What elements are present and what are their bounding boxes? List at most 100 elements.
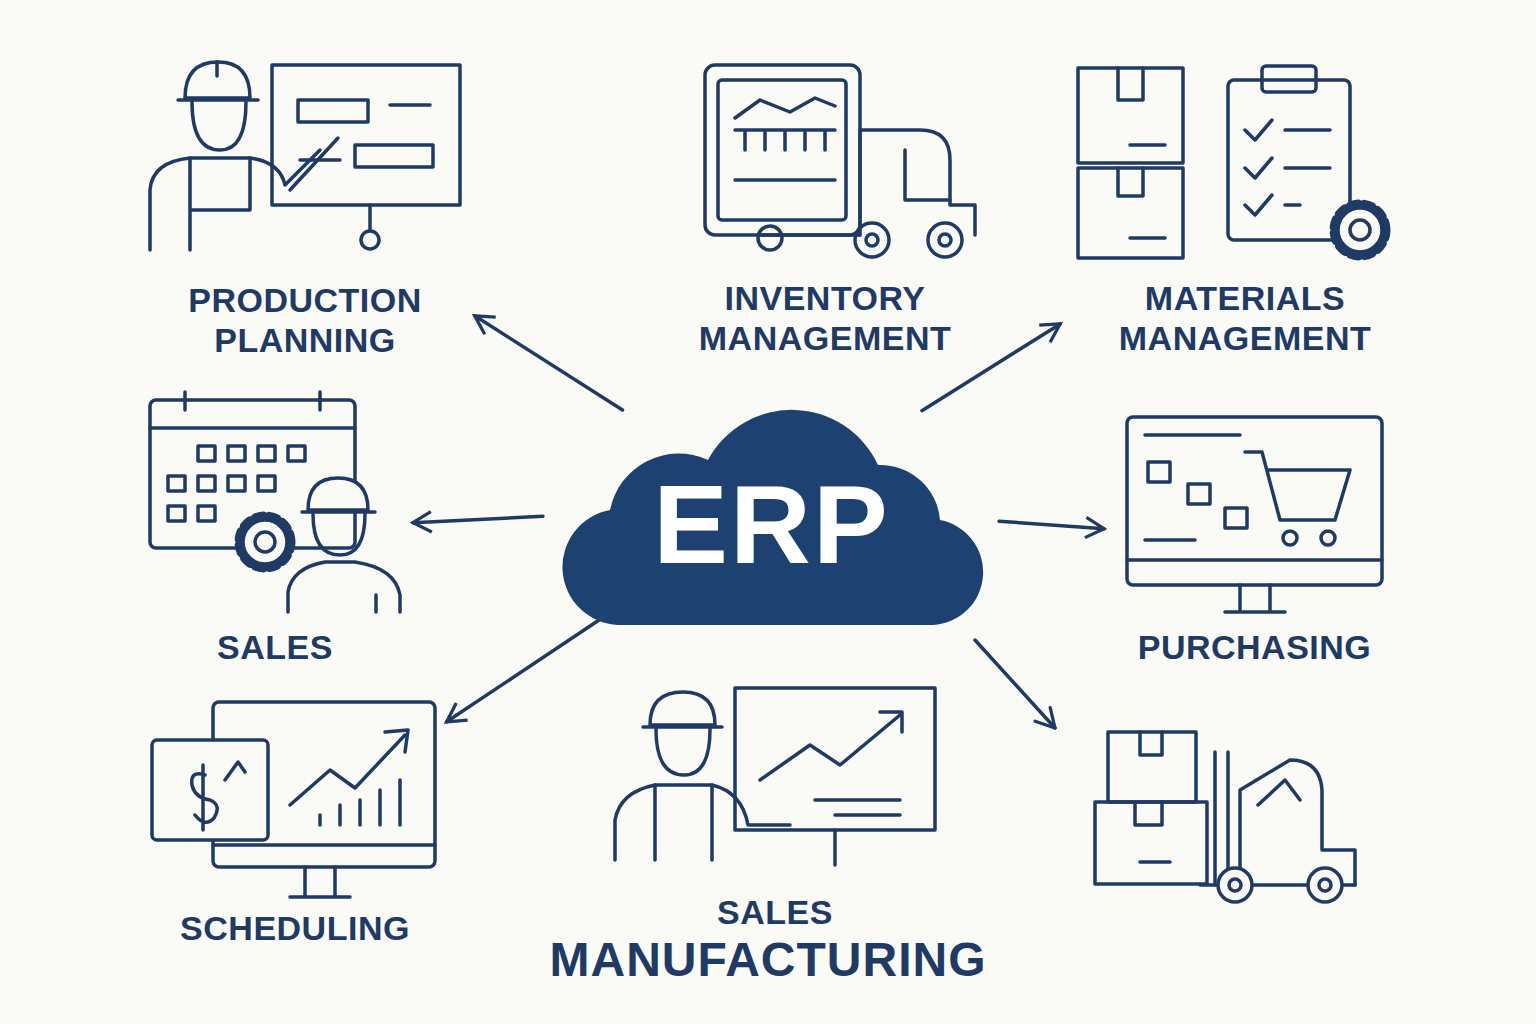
- purchasing-icon-stroke: [1145, 433, 1240, 437]
- inventory-management-icon-stroke: [735, 98, 835, 118]
- production-planning-icon-stroke: [298, 100, 368, 122]
- production-planning-icon-stroke: [150, 150, 320, 250]
- sales-icon-stroke: [150, 426, 355, 430]
- production-planning-icon-stroke: [215, 62, 219, 76]
- sales-icon-stroke: [258, 446, 275, 461]
- arrow-connector: [475, 316, 623, 410]
- materials-management-icon-stroke: [1228, 80, 1350, 240]
- production-planning-icon-stroke: [355, 145, 433, 167]
- production-planning-icon-stroke: [192, 102, 246, 150]
- sales-icon-stroke: [168, 506, 185, 521]
- manufacturing-sales-icon-stroke: [760, 715, 900, 780]
- materials-management-icon-stroke: [1350, 220, 1370, 240]
- caption: MANUFACTURING: [0, 932, 1536, 988]
- manufacturing-sales-icon-stroke: [655, 785, 712, 860]
- sales-icon-stroke: [185, 392, 320, 410]
- manufacturing-sales-icon-stroke: [815, 800, 900, 815]
- purchasing-icon-stroke: [1225, 585, 1285, 612]
- sales-icon-stroke: [228, 476, 245, 491]
- warehouse-forklift-icon-stroke: [1140, 860, 1170, 864]
- materials-management-icon-stroke: [1262, 66, 1316, 92]
- warehouse-forklift-icon-stroke: [1229, 879, 1241, 891]
- module-label: SALES: [217, 627, 333, 667]
- manufacturing-sales-icon: [615, 688, 935, 865]
- arrow-connector: [413, 516, 543, 522]
- module-label: PRODUCTION PLANNING: [142, 280, 468, 360]
- warehouse-forklift-icon-stroke: [1135, 802, 1162, 825]
- production-planning-icon-stroke: [272, 65, 460, 205]
- materials-management-icon-stroke: [1245, 120, 1272, 215]
- sales-icon-stroke: [198, 446, 215, 461]
- module-group: INVENTORY MANAGEMENT: [657, 58, 993, 358]
- erp-cloud: ERP: [548, 385, 995, 625]
- sales-icon-stroke: [374, 595, 378, 612]
- inventory-management-icon-stroke: [905, 150, 950, 200]
- warehouse-forklift-icon-stroke: [1258, 780, 1300, 805]
- module-group: PURCHASING: [1112, 412, 1397, 667]
- production-planning-icon-stroke: [390, 103, 430, 107]
- sales-icon-stroke: [239, 516, 291, 568]
- materials-management-icon-stroke: [1285, 130, 1330, 205]
- cloud-outline: [562, 410, 983, 625]
- module-label: SALES: [717, 892, 833, 932]
- module-label: PURCHASING: [1138, 627, 1372, 667]
- materials-management-icon: [1078, 66, 1386, 258]
- warehouse-forklift-icon-stroke: [1140, 732, 1162, 755]
- materials-management-icon-stroke: [1118, 68, 1143, 100]
- materials-management-icon-stroke: [1334, 204, 1386, 256]
- module-group: MATERIALS MANAGEMENT: [1067, 58, 1423, 358]
- sales-icon-stroke: [258, 476, 275, 491]
- production-planning-icon: [150, 62, 460, 250]
- production-planning-icon-stroke: [185, 62, 250, 98]
- production-planning-icon-stroke: [290, 138, 338, 190]
- sales-icon-stroke: [198, 506, 215, 521]
- module-group: PRODUCTION PLANNING: [142, 55, 468, 360]
- inventory-management-icon-stroke: [760, 233, 860, 237]
- hub-title: ERP: [653, 465, 889, 585]
- manufacturing-sales-icon-stroke: [833, 830, 837, 865]
- scheduling-icon-stroke: [320, 780, 400, 825]
- sales-icon-stroke: [228, 446, 245, 461]
- production-planning-icon-stroke: [361, 231, 379, 249]
- inventory-management-icon-stroke: [866, 234, 878, 246]
- scheduling-icon-stroke: [290, 867, 350, 897]
- manufacturing-sales-icon-stroke: [656, 729, 710, 775]
- purchasing-icon-stroke: [1145, 538, 1195, 542]
- sales-icon-stroke: [288, 446, 305, 461]
- purchasing-icon-stroke: [1225, 508, 1247, 528]
- materials-management-icon-stroke: [1338, 208, 1382, 252]
- sales-icon-stroke: [308, 478, 368, 510]
- inventory-management-icon: [705, 65, 975, 257]
- manufacturing-sales-icon-stroke: [880, 712, 902, 732]
- scheduling-icon-stroke: [152, 740, 268, 840]
- module-group: SALES: [145, 392, 405, 667]
- module-label: INVENTORY MANAGEMENT: [657, 278, 993, 358]
- production-planning-icon-stroke: [368, 205, 372, 230]
- purchasing-icon: [1127, 417, 1382, 612]
- scheduling-icon-stroke: [213, 843, 435, 847]
- purchasing-icon-stroke: [1245, 452, 1350, 520]
- materials-management-icon-stroke: [1078, 168, 1183, 258]
- purchasing-icon-stroke: [1321, 531, 1335, 545]
- manufacturing-sales-icon-stroke: [735, 688, 935, 830]
- warehouse-forklift-icon-stroke: [1308, 868, 1342, 902]
- manufacturing-sales-icon-stroke: [615, 785, 790, 860]
- scheduling-icon: [152, 702, 435, 897]
- materials-management-icon-stroke: [1118, 168, 1143, 196]
- module-group: SCHEDULING: [150, 698, 440, 948]
- sales-icon-stroke: [288, 562, 400, 612]
- scheduling-icon-stroke: [192, 762, 245, 830]
- production-planning-icon-stroke: [300, 158, 340, 162]
- inventory-management-icon-stroke: [758, 226, 782, 250]
- arrow-connector: [999, 521, 1104, 528]
- inventory-management-icon-stroke: [735, 178, 835, 182]
- warehouse-forklift-icon-stroke: [1095, 802, 1207, 884]
- sales-icon-stroke: [243, 520, 287, 564]
- materials-management-icon-stroke: [1130, 143, 1165, 147]
- purchasing-icon-stroke: [1127, 558, 1382, 562]
- purchasing-icon-stroke: [1148, 462, 1170, 482]
- production-planning-icon-stroke: [190, 158, 250, 250]
- inventory-management-icon-stroke: [718, 80, 846, 220]
- scheduling-icon-stroke: [385, 730, 408, 752]
